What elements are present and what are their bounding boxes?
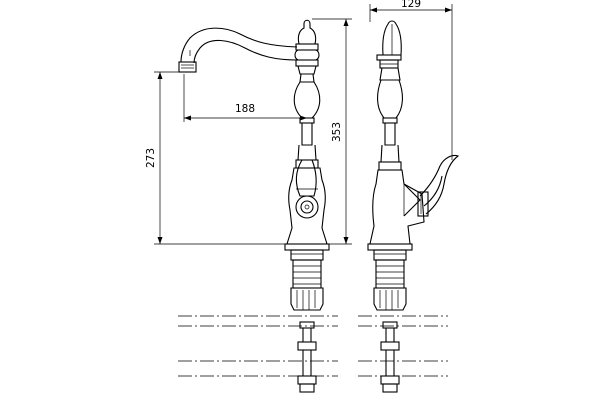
- center-lines: [178, 315, 448, 377]
- side-base: [367, 243, 413, 311]
- dimension-129-label: 129: [401, 0, 421, 10]
- side-view: [367, 20, 460, 393]
- dimension-273: 273: [145, 71, 285, 245]
- dimension-188-label: 188: [235, 103, 255, 115]
- dimension-273-label: 273: [145, 148, 157, 168]
- front-base: [284, 243, 330, 311]
- front-body: [286, 159, 328, 245]
- side-spout-top: [376, 20, 402, 69]
- dimension-353: 353: [312, 18, 352, 245]
- side-hoses: [380, 321, 400, 393]
- dimension-129: 129: [369, 0, 453, 160]
- front-column: [293, 19, 321, 169]
- side-column: [377, 67, 403, 171]
- front-hoses: [297, 321, 317, 393]
- dimension-188: 188: [183, 74, 307, 122]
- side-lever-handle: [417, 154, 460, 217]
- dimension-353-label: 353: [331, 122, 343, 142]
- front-spout: [178, 27, 298, 73]
- side-body: [369, 169, 425, 245]
- front-view: [178, 19, 330, 393]
